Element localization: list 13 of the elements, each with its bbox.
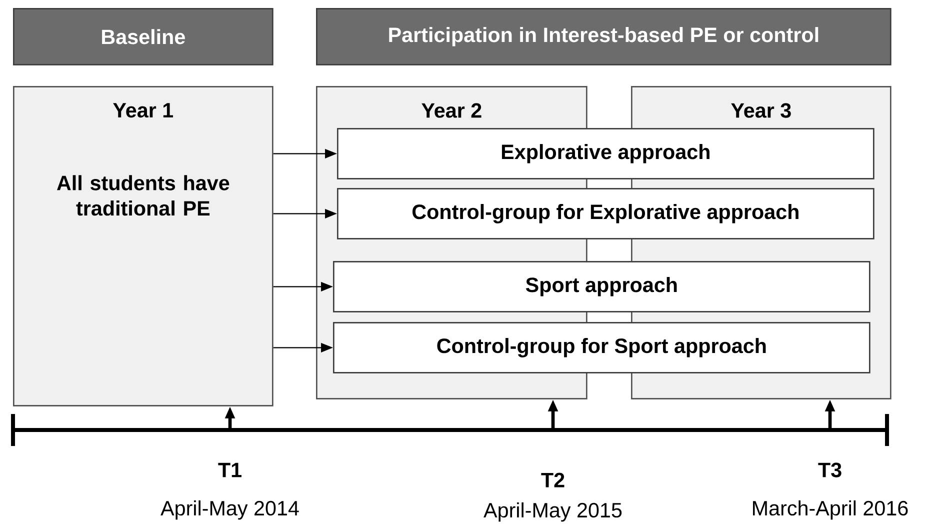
time-point-label: T1 xyxy=(218,462,242,478)
phase-header: Participation in Interest-based PE or control xyxy=(316,8,892,66)
group-box: Control-group for Explorative approach xyxy=(337,188,874,240)
group-box: Control-group for Sport approach xyxy=(333,322,870,374)
group-box: Explorative approach xyxy=(337,128,874,180)
date-label: April-May 2014 xyxy=(160,500,299,520)
phase-header: Baseline xyxy=(13,8,274,66)
time-point-label: T3 xyxy=(818,462,842,478)
time-point-label: T2 xyxy=(541,472,564,488)
date-label: March-April 2016 xyxy=(753,500,908,520)
group-box: Sport approach xyxy=(333,261,870,312)
date-label: April-May 2015 xyxy=(484,502,622,522)
year-panel: Year 1 All students have traditional PE xyxy=(13,86,274,406)
